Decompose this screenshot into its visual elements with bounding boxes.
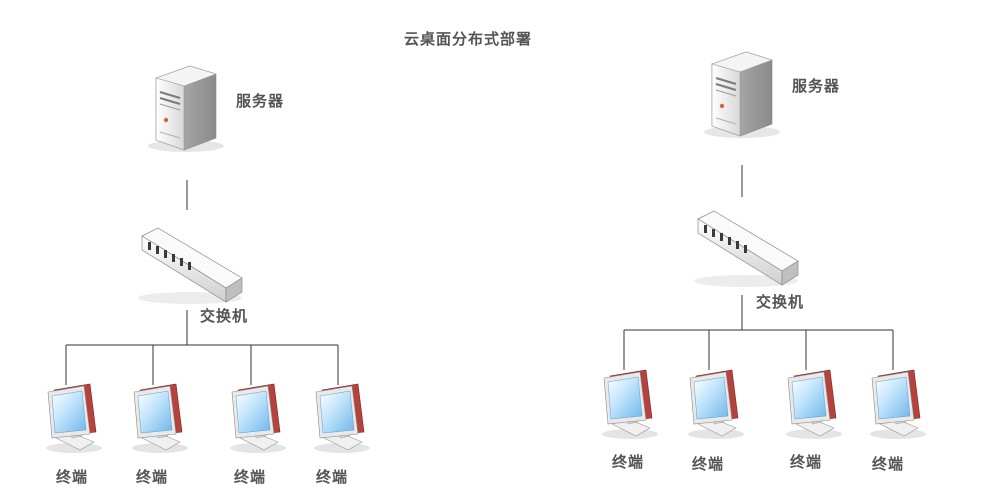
terminal-label-right-3: 终端	[790, 453, 823, 471]
terminal-label-left-2: 终端	[136, 468, 169, 486]
terminal-monitor-icon-left-2	[131, 383, 189, 454]
terminal-monitor-icon-left-3	[229, 383, 287, 454]
server-label-right: 服务器	[792, 77, 841, 95]
switch-label-left: 交换机	[200, 307, 249, 325]
terminal-monitor-icon-left-4	[313, 383, 371, 454]
server-icon-left	[147, 65, 225, 153]
server-icon-right	[703, 51, 781, 139]
terminal-monitor-icon-right-4	[869, 369, 927, 440]
diagram-title: 云桌面分布式部署	[404, 30, 533, 48]
terminal-monitor-icon-right-2	[687, 369, 745, 440]
terminal-label-right-4: 终端	[872, 455, 905, 473]
switch-icon-right	[693, 210, 799, 288]
terminal-label-left-4: 终端	[316, 468, 349, 486]
terminal-label-right-2: 终端	[692, 455, 725, 473]
terminal-label-right-1: 终端	[612, 453, 645, 471]
server-label-left: 服务器	[236, 92, 285, 110]
terminal-label-left-1: 终端	[56, 468, 89, 486]
switch-label-right: 交换机	[756, 293, 805, 311]
terminal-monitor-icon-right-1	[601, 369, 659, 440]
terminal-label-left-3: 终端	[234, 468, 267, 486]
terminal-monitor-icon-right-3	[785, 369, 843, 440]
switch-icon-left	[137, 227, 243, 305]
terminal-monitor-icon-left-1	[45, 383, 103, 454]
